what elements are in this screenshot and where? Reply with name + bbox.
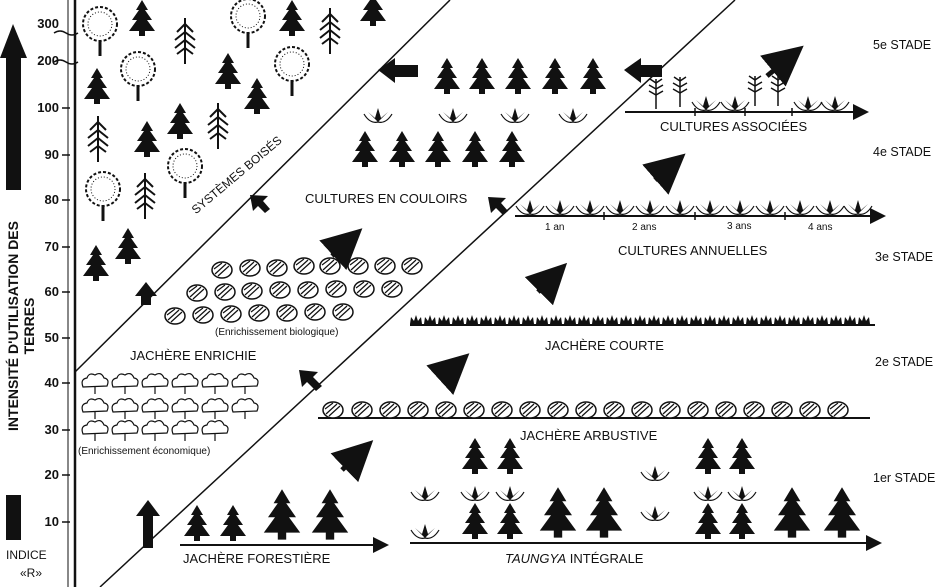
associated-crops [648, 75, 850, 111]
grass-tuft-icon [522, 315, 534, 324]
stade-1: 1er STADE [873, 471, 936, 485]
grass-tuft-icon [746, 315, 758, 324]
grass-tuft-icon [662, 315, 674, 324]
stade-2: 2e STADE [875, 355, 934, 369]
grass-tuft-icon [410, 315, 422, 324]
shrub-fallow-row [322, 401, 849, 419]
tick-label: 30 [44, 422, 59, 437]
label-taungya-integrale: TAUNGYA INTÉGRALE [505, 551, 643, 566]
grass-tuft-icon [424, 315, 436, 324]
grass-tuft-icon [816, 315, 828, 324]
grass-tuft-icon [452, 315, 464, 324]
grass-tuft-icon [718, 315, 730, 324]
tick-label: 20 [44, 467, 59, 482]
grass-tuft-icon [844, 315, 856, 324]
tick-label: 300 [37, 16, 59, 31]
zone-divider-upper [74, 0, 451, 373]
grass-tuft-icon [760, 315, 772, 324]
grass-tuft-icon [774, 315, 786, 324]
grass-tuft-icon [802, 315, 814, 324]
label-jachere-courte: JACHÈRE COURTE [545, 338, 664, 353]
label-cultures-en-couloirs: CULTURES EN COULOIRS [305, 191, 468, 206]
label-cultures-annuelles: CULTURES ANNUELLES [618, 243, 768, 258]
taungya-trees [410, 438, 861, 539]
zone-divider-lower [99, 0, 736, 587]
tick-label: 90 [44, 147, 59, 162]
tick-label: 60 [44, 284, 59, 299]
tick-label: 80 [44, 192, 59, 207]
label-jachere-forestiere: JACHÈRE FORESTIÈRE [183, 551, 331, 566]
tick-label: 10 [44, 514, 59, 529]
grass-tuft-icon [606, 315, 618, 324]
forest-trees [82, 0, 386, 281]
index-label-r: «R» [20, 566, 43, 580]
year-label: 2 ans [632, 222, 657, 233]
label-enrichissement-biologique: (Enrichissement biologique) [215, 327, 339, 338]
grass-tuft-icon [550, 315, 562, 324]
index-label: INDICE [6, 548, 47, 562]
grass-tuft-icon [690, 315, 702, 324]
label-taungya: TAUNGYA [505, 551, 567, 566]
axis-title: INTENSITÉ D'UTILISATION DES TERRES [5, 221, 37, 431]
grass-tuft-icon [564, 315, 576, 324]
biological-enrichment-shrubs [164, 257, 423, 325]
grass-tuft-icon [578, 315, 590, 324]
grass-tuft-icon [704, 315, 716, 324]
vertical-axis [53, 0, 79, 587]
tick-label: 50 [44, 330, 59, 345]
grass-tuft-icon [480, 315, 492, 324]
label-jachere-arbustive: JACHÈRE ARBUSTIVE [520, 428, 658, 443]
grass-tuft-icon [494, 315, 506, 324]
grass-tuft-icon [438, 315, 450, 324]
block-arrows [135, 58, 662, 548]
grass-tuft-icon [466, 315, 478, 324]
stade-4: 4e STADE [873, 145, 932, 159]
grass-tuft-icon [676, 315, 688, 324]
stade-5: 5e STADE [873, 38, 932, 52]
short-fallow-tufts [410, 315, 870, 324]
label-jachere-enrichie: JACHÈRE ENRICHIE [130, 348, 257, 363]
tick-label: 100 [37, 100, 59, 115]
forest-fallow-trees [184, 489, 349, 541]
grass-tuft-icon [858, 315, 870, 324]
economic-enrichment-trees [81, 372, 259, 442]
tick-label: 70 [44, 239, 59, 254]
grass-tuft-icon [592, 315, 604, 324]
grass-tuft-icon [508, 315, 520, 324]
grass-tuft-icon [536, 315, 548, 324]
grass-tuft-icon [648, 315, 660, 324]
year-label: 1 an [545, 222, 565, 233]
grass-tuft-icon [732, 315, 744, 324]
intensity-arrow-icon [0, 24, 27, 540]
label-cultures-associees: CULTURES ASSOCIÉES [660, 119, 808, 134]
year-label: 4 ans [808, 222, 833, 233]
stade-3: 3e STADE [875, 250, 934, 264]
year-label: 3 ans [727, 221, 752, 232]
tick-label: 200 [37, 53, 59, 68]
grass-tuft-icon [620, 315, 632, 324]
grass-tuft-icon [634, 315, 646, 324]
label-integrale: INTÉGRALE [566, 551, 644, 566]
annual-crops [515, 199, 873, 215]
tick-label: 40 [44, 375, 59, 390]
transition-arrows [319, 45, 804, 483]
label-enrichissement-economique: (Enrichissement économique) [78, 446, 211, 457]
grass-tuft-icon [788, 315, 800, 324]
grass-tuft-icon [830, 315, 842, 324]
